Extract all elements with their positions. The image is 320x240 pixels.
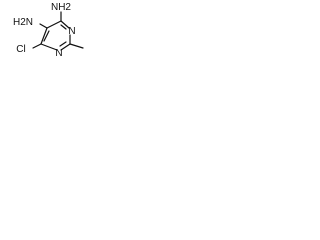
bond-c2-n1 (60, 43, 71, 51)
h2n-left-label: H2N (13, 17, 33, 28)
cl-label: Cl (16, 44, 25, 55)
bond-c6-c5 (40, 27, 48, 45)
bond-n1-c6 (40, 43, 58, 51)
n-right-label: N (68, 26, 75, 37)
bond-c5-c4 (46, 20, 62, 29)
n-bottom-label: N (55, 48, 62, 59)
bond-c6-c5-double (43, 30, 50, 42)
bond-c2-n1-double (59, 41, 67, 47)
bond-c5-nh2 (39, 23, 48, 29)
bond-c4-n3-double (60, 24, 67, 30)
nh2-top-label: NH2 (51, 2, 71, 13)
bond-c6-cl (32, 43, 42, 49)
chemical-structure: NH2 H2N Cl N N (0, 0, 93, 73)
bond-c4-n3 (60, 20, 70, 29)
bond-c2-methyl (69, 43, 84, 49)
molecule-drawing: NH2 H2N Cl N N (13, 2, 84, 59)
